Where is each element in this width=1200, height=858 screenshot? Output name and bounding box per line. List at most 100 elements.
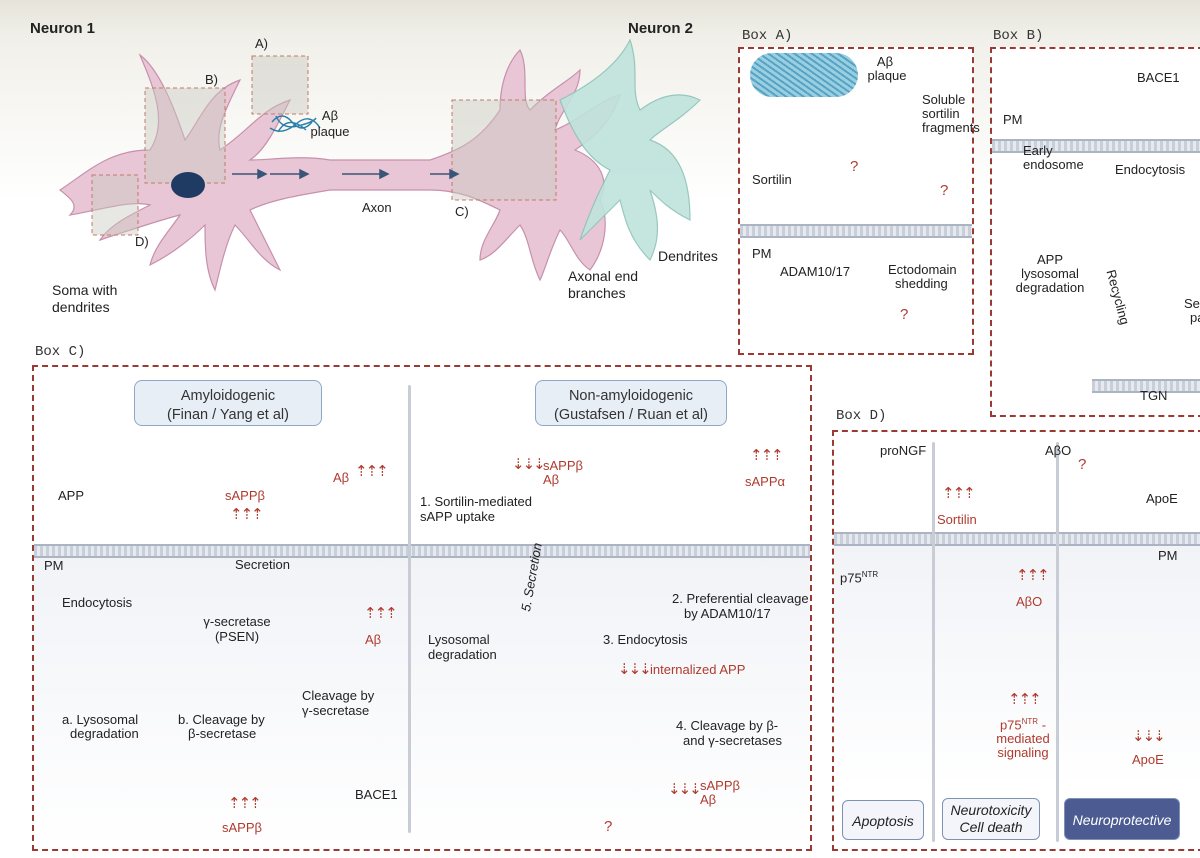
box-d-membrane xyxy=(834,532,1200,546)
arrow-up-icon: ⇡⇡⇡ xyxy=(228,795,262,812)
box-c-cleave-g-1: Cleavage by xyxy=(302,688,375,703)
amyloid-line2: (Finan / Yang et al) xyxy=(167,407,289,423)
axonal-label-1: Axonal end xyxy=(568,268,639,284)
box-a-membrane xyxy=(740,224,972,238)
plaque-tangle xyxy=(269,115,321,133)
outcome-neuroprotective: Neuroprotective xyxy=(1064,798,1180,840)
arrow-up-icon: ⇡⇡⇡ xyxy=(355,463,389,480)
marker-d-region xyxy=(91,174,139,236)
box-b-pm: PM xyxy=(1003,112,1023,127)
box-c xyxy=(32,365,812,851)
box-c-step3: 3. Endocytosis xyxy=(603,632,688,647)
box-c-ab-r1: Aβ xyxy=(543,472,560,487)
box-c-app: APP xyxy=(58,488,85,503)
box-c-ab-top: Aβ xyxy=(333,470,350,485)
box-b-early-2: endosome xyxy=(1023,157,1084,172)
arrow-down-icon: ⇣⇣⇣ xyxy=(668,781,702,798)
box-b-sec-1: Se xyxy=(1184,296,1200,311)
box-a-plaque-1: Aβ xyxy=(876,54,894,69)
marker-a-label: A) xyxy=(255,36,268,51)
box-c-sappb-top: sAPPβ xyxy=(225,488,265,503)
box-c-ab-mid: Aβ xyxy=(365,632,382,647)
arrow-down-icon: ⇣⇣⇣ xyxy=(618,661,652,678)
box-c-endocytosis: Endocytosis xyxy=(62,595,133,610)
box-c-membrane xyxy=(34,544,810,558)
box-c-cleave-b-1: b. Cleavage by xyxy=(178,712,265,727)
plaque-label-2: plaque xyxy=(310,124,350,139)
box-b-tgn: TGN xyxy=(1140,388,1168,403)
box-b-sec-2: pa xyxy=(1190,310,1200,325)
marker-b-label: B) xyxy=(205,72,218,87)
axonal-label-2: branches xyxy=(568,285,626,301)
box-c-sappb-b: sAPPβ xyxy=(700,778,740,793)
box-a-plaque-image xyxy=(750,53,858,97)
neuron-2-shape xyxy=(559,38,702,262)
box-a-ecto-1: Ectodomain xyxy=(888,262,957,277)
axon-arrows xyxy=(232,168,460,180)
marker-b-region xyxy=(144,87,226,184)
box-c-cleave-g-2: γ-secretase xyxy=(302,703,370,718)
box-c-internalized: internalized APP xyxy=(650,662,746,677)
box-d-p75-sig-3: signaling xyxy=(997,745,1049,760)
axon-label: Axon xyxy=(362,200,392,215)
box-d-apoe-down: ApoE xyxy=(1132,752,1164,767)
box-c-sappb-r1: sAPPβ xyxy=(543,458,583,473)
nonamyloid-line1: Non-amyloidogenic xyxy=(568,388,694,404)
arrow-up-icon: ⇡⇡⇡ xyxy=(750,447,784,464)
box-d-abo-up: AβO xyxy=(1016,594,1043,609)
box-b-membrane xyxy=(992,139,1200,153)
box-d-q: ? xyxy=(1078,456,1087,473)
nonamyloid-line2: (Gustafsen / Ruan et al) xyxy=(554,407,708,423)
box-b-tgn-membrane xyxy=(1092,379,1200,393)
box-a-title: Box A) xyxy=(742,28,793,44)
arrow-up-icon: ⇡⇡⇡ xyxy=(230,506,264,523)
box-c-title: Box C) xyxy=(35,344,86,360)
outcome-neurotoxicity: Neurotoxicity Cell death xyxy=(942,798,1040,840)
box-c-step2-2: by ADAM10/17 xyxy=(684,606,771,621)
box-c-step4-1: 4. Cleavage by β- xyxy=(676,718,779,733)
box-b-endocytosis: Endocytosis xyxy=(1115,162,1186,177)
box-d-sortilin: Sortilin xyxy=(937,512,977,527)
box-d-prongf: proNGF xyxy=(880,443,927,458)
box-a-q1: ? xyxy=(850,158,859,175)
box-a-soluble-2: sortilin xyxy=(922,106,960,121)
box-c-step1-2: sAPP uptake xyxy=(420,509,495,524)
arrow-up-icon: ⇡⇡⇡ xyxy=(1016,567,1050,584)
box-b-title: Box B) xyxy=(993,28,1044,44)
arrow-up-icon: ⇡⇡⇡ xyxy=(942,485,976,502)
nonamyloidogenic-panel: Non-amyloidogenic (Gustafsen / Ruan et a… xyxy=(535,380,727,426)
box-a-soluble-1: Soluble xyxy=(922,92,966,107)
box-a-pm: PM xyxy=(752,246,772,261)
neurotox-line2: Cell death xyxy=(959,819,1023,835)
p75-sig-ntr: NTR xyxy=(1021,717,1039,726)
box-d-divider-2 xyxy=(1056,442,1059,842)
box-c-step2-1: 2. Preferential cleavage xyxy=(672,591,809,606)
neuron-1-label: Neuron 1 xyxy=(30,20,96,37)
nucleus xyxy=(171,172,205,198)
amyloidogenic-panel: Amyloidogenic (Finan / Yang et al) xyxy=(134,380,322,426)
box-b-early-1: Early xyxy=(1023,143,1053,158)
box-b-app-2: lysosomal xyxy=(1021,266,1079,281)
box-a-ecto-2: shedding xyxy=(895,276,948,291)
box-c-lyso-r-2: degradation xyxy=(428,647,497,662)
box-c-pm: PM xyxy=(44,558,64,573)
box-b-app-3: degradation xyxy=(1015,280,1085,295)
box-b xyxy=(990,47,1200,417)
box-c-lyso-r-1: Lysosomal xyxy=(428,632,490,647)
box-d xyxy=(832,430,1200,851)
arrow-up-icon: ⇡⇡⇡ xyxy=(364,605,398,622)
box-c-gamma-2: (PSEN) xyxy=(214,629,260,644)
box-d-p75-sig-1: p75NTR - xyxy=(988,717,1058,732)
arrow-up-icon: ⇡⇡⇡ xyxy=(1008,691,1042,708)
box-d-divider-1 xyxy=(932,442,935,842)
plaque-label-1: Aβ xyxy=(321,108,339,123)
marker-c-label: C) xyxy=(455,204,469,219)
box-a-q3: ? xyxy=(900,306,909,323)
neuron-1-shape xyxy=(58,48,621,292)
soma-label-2: dendrites xyxy=(52,299,110,315)
box-c-sappb-bottom: sAPPβ xyxy=(222,820,262,835)
soma-label-1: Soma with xyxy=(52,282,118,298)
box-d-apoe: ApoE xyxy=(1146,491,1178,506)
p75-label: p75 xyxy=(840,570,862,586)
box-a-sortilin: Sortilin xyxy=(752,172,792,187)
